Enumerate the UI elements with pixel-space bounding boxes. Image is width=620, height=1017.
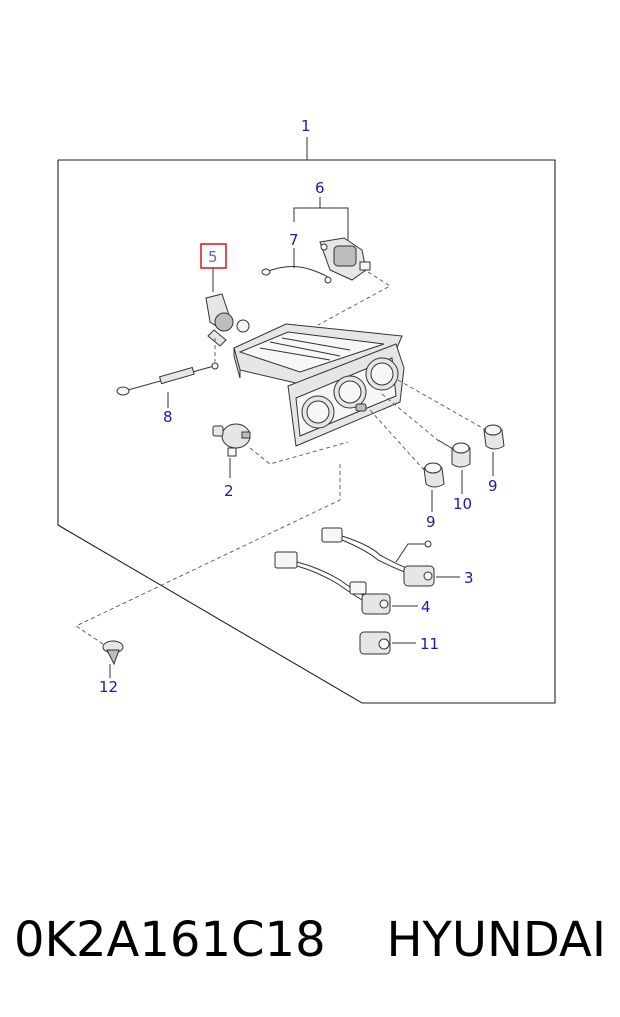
knob-part-9-right — [483, 424, 505, 450]
knob-part-10 — [437, 439, 471, 468]
wiring-harness-part-4 — [274, 551, 391, 615]
connector-part-11 — [359, 631, 391, 655]
callout-4: 4 — [421, 598, 431, 616]
callout-1: 1 — [301, 117, 311, 135]
callout-11: 11 — [420, 635, 439, 653]
screw-part-12 — [102, 640, 124, 666]
actuator-motor-part-6 — [319, 237, 371, 281]
dash-panel-knobs-3 — [381, 393, 441, 443]
part-footer: 0K2A161C18 HYUNDAI — [0, 900, 620, 980]
callout-8: 8 — [163, 408, 173, 426]
dash-6-panel — [317, 271, 391, 326]
callout-5: 5 — [208, 248, 218, 266]
callout-6: 6 — [315, 179, 325, 197]
callout-7: 7 — [289, 231, 299, 249]
callout-2: 2 — [224, 482, 234, 500]
callout-10: 10 — [453, 495, 472, 513]
dash-panel-knobs-1 — [397, 379, 487, 431]
knob-part-9-left — [423, 462, 445, 488]
bracket-6 — [293, 207, 349, 240]
lever-cam-part-5 — [205, 293, 250, 347]
dash-2-12 — [75, 464, 341, 647]
blower-switch-part-2 — [212, 423, 251, 457]
callout-3: 3 — [464, 569, 474, 587]
part-number: 0K2A161C18 — [14, 912, 326, 968]
control-panel-housing — [233, 323, 405, 447]
assembly-outline — [57, 159, 556, 704]
dash-2-panel — [249, 441, 349, 465]
callout-9-left: 9 — [426, 513, 436, 531]
callout-9-right: 9 — [488, 477, 498, 495]
control-cable-part-8 — [116, 362, 219, 396]
dash-panel-knobs-2 — [369, 409, 425, 471]
cable-part-7 — [261, 266, 332, 284]
brand-name: HYUNDAI — [386, 912, 606, 968]
exploded-parts-diagram: 1 2 3 4 5 6 7 8 9 9 10 11 12 — [57, 117, 556, 704]
callout-12: 12 — [99, 678, 118, 696]
wiring-harness-part-3 — [321, 527, 435, 587]
